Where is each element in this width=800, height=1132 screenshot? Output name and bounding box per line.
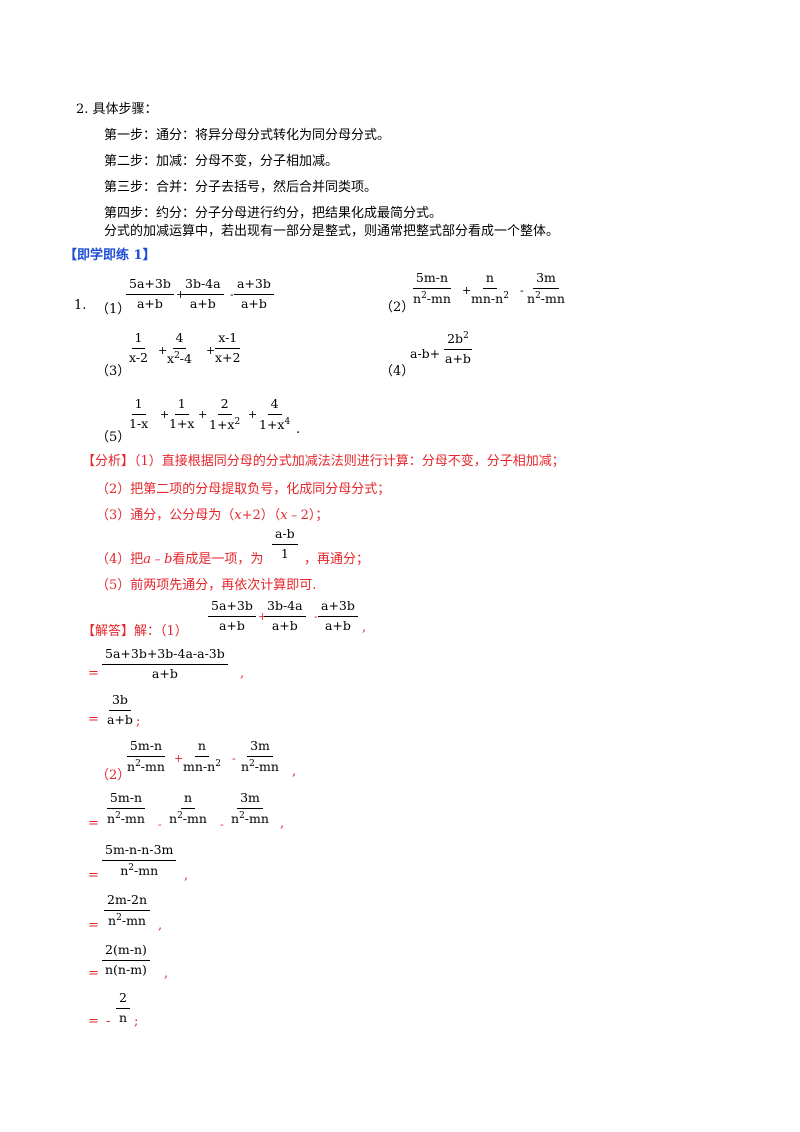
equals-sign: = bbox=[88, 868, 99, 883]
solution-line: 【解答】解：（1） bbox=[82, 620, 188, 639]
comma: , bbox=[362, 620, 367, 635]
analysis-3a: （3）通分，公分母为（ bbox=[96, 508, 235, 523]
plus-sign: + bbox=[258, 610, 268, 623]
plus-sign: + bbox=[176, 288, 186, 301]
comma: , bbox=[184, 868, 189, 883]
minus-sign: - bbox=[220, 818, 224, 831]
period: . bbox=[296, 422, 301, 437]
solution-intro: 解：（1） bbox=[134, 624, 188, 639]
analysis-4c: ﹣ bbox=[151, 552, 165, 567]
analysis-3b: x bbox=[234, 508, 242, 523]
analysis-4e: 看成是一项，为 bbox=[172, 552, 264, 567]
minus-sign: - bbox=[230, 288, 234, 301]
analysis-line-4: （4）把a﹣b看成是一项，为 bbox=[96, 548, 263, 567]
analysis-tag: 【分析】 bbox=[82, 454, 135, 469]
comma: , bbox=[164, 966, 169, 981]
analysis-4a: （4）把 bbox=[96, 552, 144, 567]
comma: , bbox=[158, 918, 163, 933]
step-3: 第三步：合并：分子去括号，然后合并同类项。 bbox=[104, 180, 378, 195]
plus-sign: + bbox=[198, 408, 208, 421]
s2-step-4: 2(m-n)n(n-m) bbox=[102, 943, 150, 976]
minus-sign: - bbox=[314, 610, 318, 623]
plus-sign: + bbox=[462, 284, 472, 297]
solution-2-label: （2） bbox=[96, 768, 131, 783]
p4-prefix: a-b+ bbox=[410, 346, 441, 361]
analysis-4d: b bbox=[164, 552, 173, 567]
comma: , bbox=[292, 764, 297, 779]
minus-sign: - bbox=[520, 284, 524, 297]
plus-sign: + bbox=[174, 752, 184, 765]
plus-sign: + bbox=[160, 408, 170, 421]
analysis-3d: x bbox=[280, 508, 288, 523]
comma: , bbox=[240, 666, 245, 681]
analysis-4-tail: ，再通分； bbox=[304, 552, 370, 567]
problem-5-label: （5） bbox=[96, 430, 131, 445]
analysis-4b: a bbox=[143, 552, 152, 567]
steps-note: 分式的加减运算中，若出现有一部分是整式，则通常把整式部分看成一个整体。 bbox=[104, 224, 560, 239]
problem-1-label: （1） bbox=[96, 302, 131, 317]
step-2: 第二步：加减：分母不变，分子相加减。 bbox=[104, 154, 339, 169]
practice-title: 【即学即练 1】 bbox=[64, 248, 156, 263]
minus-sign: - bbox=[106, 1014, 111, 1029]
analysis-3c: +2）（ bbox=[241, 508, 281, 523]
equals-sign: = bbox=[88, 1014, 99, 1029]
problem-3-label: （3） bbox=[96, 364, 131, 379]
step-1: 第一步：通分：将异分母分式转化为同分母分式。 bbox=[104, 128, 391, 143]
analysis-line-2: （2）把第二项的分母提取负号，化成同分母分式； bbox=[96, 482, 391, 497]
comma: , bbox=[280, 816, 285, 831]
equals-sign: = bbox=[88, 712, 99, 727]
analysis-line-1: 【分析】（1）直接根据同分母的分式加减法法则进行计算：分母不变，分子相加减； bbox=[82, 450, 565, 469]
plus-sign: + bbox=[206, 344, 216, 357]
solution-tag: 【解答】 bbox=[82, 624, 135, 639]
problem-2-label: （2） bbox=[380, 300, 415, 315]
semicolon: ; bbox=[136, 714, 141, 729]
problem-number: 1. bbox=[74, 298, 87, 313]
analysis-3e: ﹣2）； bbox=[287, 508, 329, 523]
problem-4-label: （4） bbox=[380, 364, 415, 379]
minus-sign: - bbox=[232, 752, 236, 765]
analysis-line-5: （5）前两项先通分，再依次计算即可. bbox=[96, 578, 317, 593]
plus-sign: + bbox=[248, 408, 258, 421]
equals-sign: = bbox=[88, 816, 99, 831]
equals-sign: = bbox=[88, 666, 99, 681]
minus-sign: - bbox=[158, 818, 162, 831]
plus-sign: + bbox=[158, 344, 168, 357]
equals-sign: = bbox=[88, 918, 99, 933]
analysis-text-1: （1）直接根据同分母的分式加减法法则进行计算：分母不变，分子相加减； bbox=[134, 454, 565, 469]
step-4: 第四步：约分：分子分母进行约分，把结果化成最简分式。 bbox=[104, 206, 443, 221]
semicolon: ; bbox=[134, 1014, 139, 1029]
steps-heading: 2. 具体步骤： bbox=[76, 102, 158, 117]
equals-sign: = bbox=[88, 966, 99, 981]
analysis-line-3: （3）通分，公分母为（x+2）（x﹣2）； bbox=[96, 504, 328, 523]
